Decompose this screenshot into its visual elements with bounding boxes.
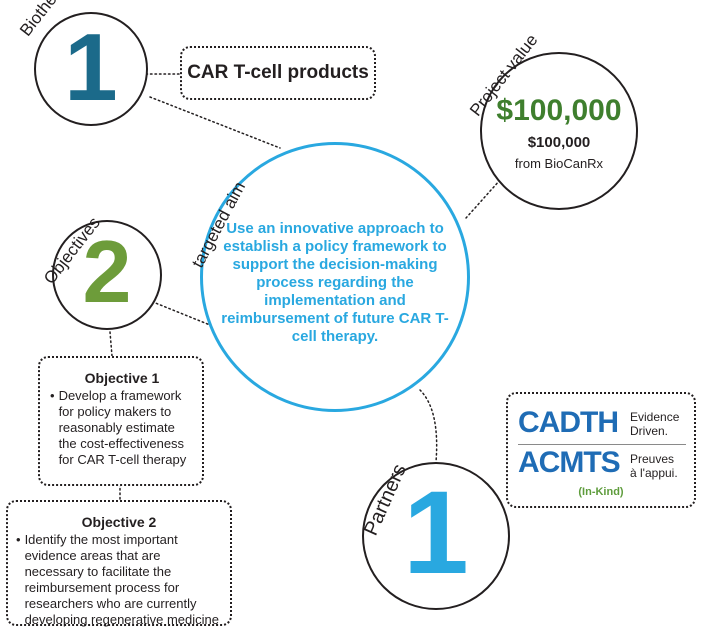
project-value-circle (480, 52, 638, 210)
partners-circle (362, 462, 510, 610)
objective-1-box: Objective 1 • Develop a framework for po… (38, 356, 204, 486)
objective-2-title: Objective 2 (81, 514, 157, 530)
inkind-label: (In-Kind) (578, 486, 624, 498)
cadth-tagline-2: Driven. (630, 424, 669, 438)
aim-circle (200, 142, 470, 412)
connector-objectives-aim (147, 299, 211, 326)
aim-text: Use an innovative approach to establish … (221, 220, 449, 345)
acmts-wordmark: ACMTS (518, 446, 621, 479)
partners-number: 1 (403, 467, 469, 599)
objective-1-bullet: • (50, 388, 55, 403)
logo-divider (518, 444, 686, 445)
connector-objectives-obj1 (109, 331, 113, 357)
objective-1-title: Objective 1 (84, 370, 160, 386)
value-amount-large: $100,000 (496, 94, 622, 127)
objective-1-text: Develop a framework for policy makers to… (58, 388, 187, 467)
biotherapeutics-number: 1 (64, 14, 118, 121)
cadth-tagline-1: Evidence (630, 410, 680, 424)
acmts-tagline-1: Preuves (630, 452, 675, 466)
value-amount-small: $100,000 (527, 134, 591, 151)
connector-aim-partners (419, 389, 438, 463)
objective-2-box: Objective 2 • Identify the most importan… (6, 500, 232, 627)
cadth-wordmark: CADTH (518, 406, 619, 439)
objective-2-text: Identify the most important evidence are… (24, 532, 219, 627)
product-label: CAR T-cell products (187, 62, 369, 83)
objectives-circle (52, 220, 162, 330)
objective-2-bullet: • (16, 532, 21, 547)
connector-aim-value (465, 179, 501, 219)
product-box: CAR T-cell products (180, 46, 376, 100)
acmts-tagline-2: à l'appui. (630, 466, 678, 480)
value-source: from BioCanRx (514, 156, 604, 171)
connector-bio-aim (149, 96, 281, 149)
cadth-logo: CADTH Evidence Driven. ACMTS Preuves à l… (518, 406, 686, 486)
partner-logo-box: CADTH Evidence Driven. ACMTS Preuves à l… (506, 392, 696, 508)
objectives-number: 2 (82, 222, 132, 321)
biotherapeutics-circle (34, 12, 148, 126)
